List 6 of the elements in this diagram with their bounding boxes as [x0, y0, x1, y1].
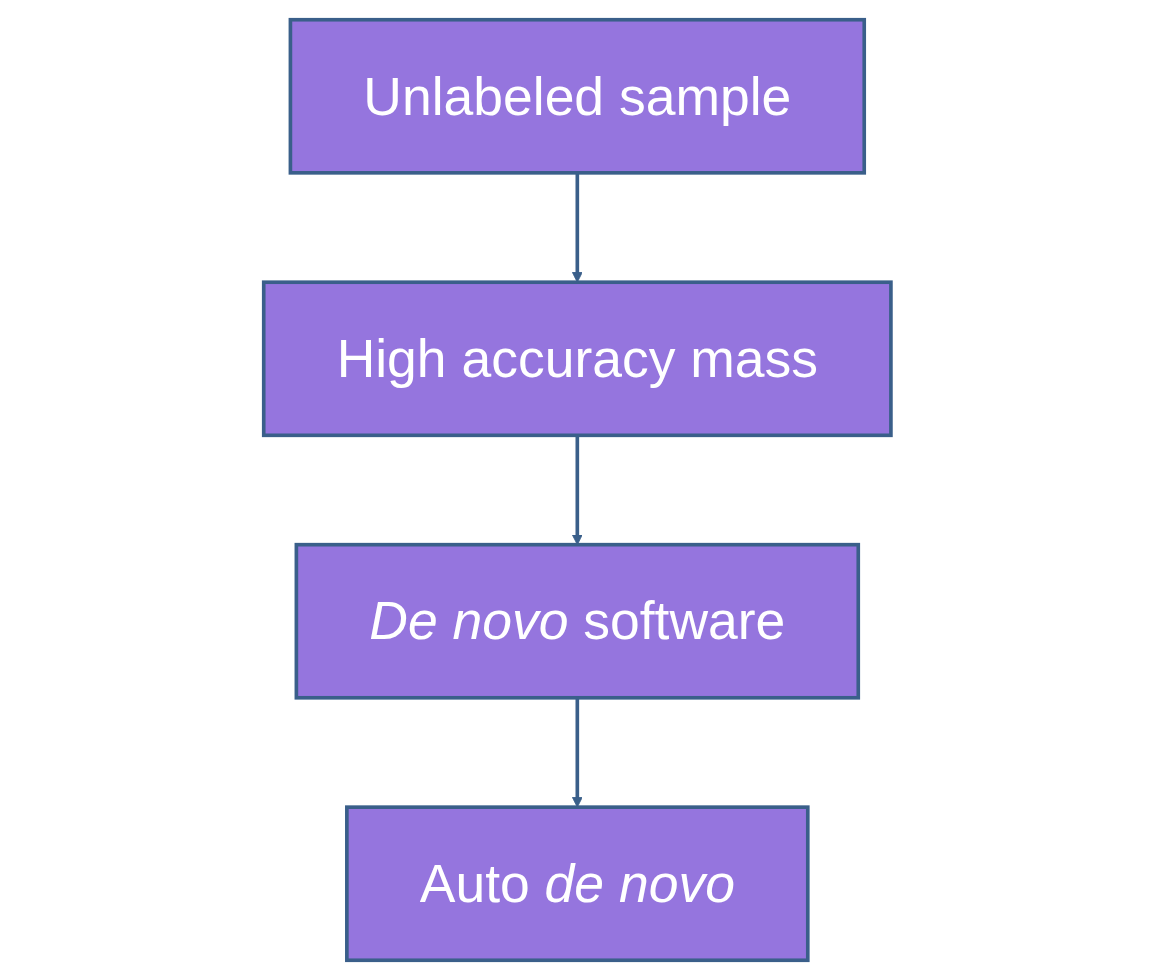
arrow — [572, 172, 583, 283]
node-box: Unlabeled sample — [288, 17, 867, 175]
node-box: De novo software — [294, 542, 861, 700]
node-box: High accuracy mass — [262, 280, 893, 438]
node-box: Auto de novo — [345, 805, 810, 963]
arrow — [572, 697, 583, 808]
